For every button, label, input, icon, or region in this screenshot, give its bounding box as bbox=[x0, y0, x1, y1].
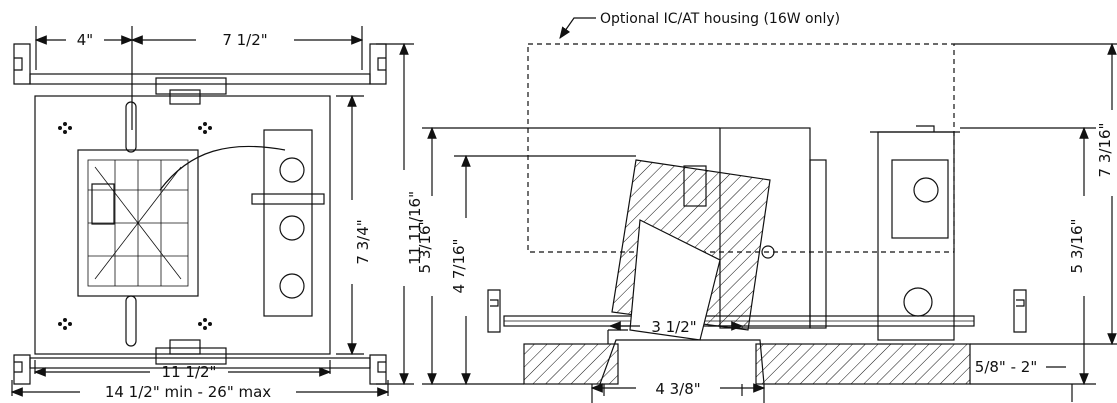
top-rod bbox=[125, 101, 137, 153]
dim-top-right: 7 1/2" bbox=[222, 31, 267, 49]
ceiling-right bbox=[755, 343, 971, 385]
bottom-rod bbox=[125, 295, 137, 347]
bracket-right-top bbox=[369, 43, 387, 85]
side-bracket-left bbox=[487, 289, 501, 333]
mounting-plate bbox=[34, 95, 331, 355]
driver-box bbox=[891, 159, 949, 239]
dim-outer-width: 14 1/2" min - 26" max bbox=[105, 383, 271, 401]
dim-inner-width: 11 1/2" bbox=[162, 363, 217, 381]
pivot-screw bbox=[761, 245, 775, 259]
side-junction-box bbox=[877, 131, 955, 341]
dim-left-outer: 5 3/16" bbox=[416, 219, 434, 274]
knockout-top bbox=[279, 157, 305, 183]
dim-aperture: 3 1/2" bbox=[651, 318, 696, 336]
bottom-clip-inner bbox=[169, 339, 201, 355]
bracket-left-bottom bbox=[13, 354, 31, 385]
side-knockout-bottom bbox=[903, 287, 933, 317]
ceiling-left bbox=[523, 343, 619, 385]
dim-outer-height: 11 11/16" bbox=[406, 191, 424, 265]
dim-trim: 4 3/8" bbox=[655, 380, 700, 398]
top-mounting-bar bbox=[29, 73, 371, 85]
vent-holes bbox=[58, 122, 212, 330]
side-view: Optional IC/AT housing (16W only) bbox=[416, 11, 1117, 403]
trim-ring bbox=[599, 339, 765, 385]
cable bbox=[159, 145, 286, 191]
top-clip bbox=[155, 77, 227, 95]
side-knockout-top bbox=[913, 177, 939, 203]
led-module bbox=[683, 165, 707, 207]
dim-right-inner: 5 3/16" bbox=[1068, 219, 1086, 274]
driver-connector bbox=[91, 183, 115, 225]
dim-top-left: 4" bbox=[77, 31, 93, 49]
dim-left-inner: 4 7/16" bbox=[450, 239, 468, 294]
top-view: 4" 7 1/2" 7 3/4" 11 11/16" 11 1/2" 14 1/… bbox=[10, 26, 424, 401]
junction-box-lid bbox=[870, 125, 960, 133]
junction-box bbox=[263, 129, 313, 317]
knockout-middle bbox=[279, 215, 305, 241]
top-clip-inner bbox=[169, 89, 201, 105]
dim-right-outer: 7 3/16" bbox=[1096, 123, 1114, 178]
knockout-bottom bbox=[279, 273, 305, 299]
fixture-side-plate bbox=[809, 159, 827, 329]
bottom-clip bbox=[155, 347, 227, 365]
bracket-right-bottom bbox=[369, 354, 387, 385]
dim-inner-height: 7 3/4" bbox=[354, 219, 372, 264]
side-bracket-right bbox=[1013, 289, 1027, 333]
callout-leader bbox=[559, 17, 596, 39]
dim-ceiling: 5/8" - 2" bbox=[975, 358, 1037, 376]
heat-sink-fins bbox=[88, 160, 188, 286]
housing-callout: Optional IC/AT housing (16W only) bbox=[600, 11, 840, 27]
heat-sink bbox=[77, 149, 199, 297]
junction-box-strap bbox=[251, 193, 325, 205]
bracket-left-top bbox=[13, 43, 31, 85]
